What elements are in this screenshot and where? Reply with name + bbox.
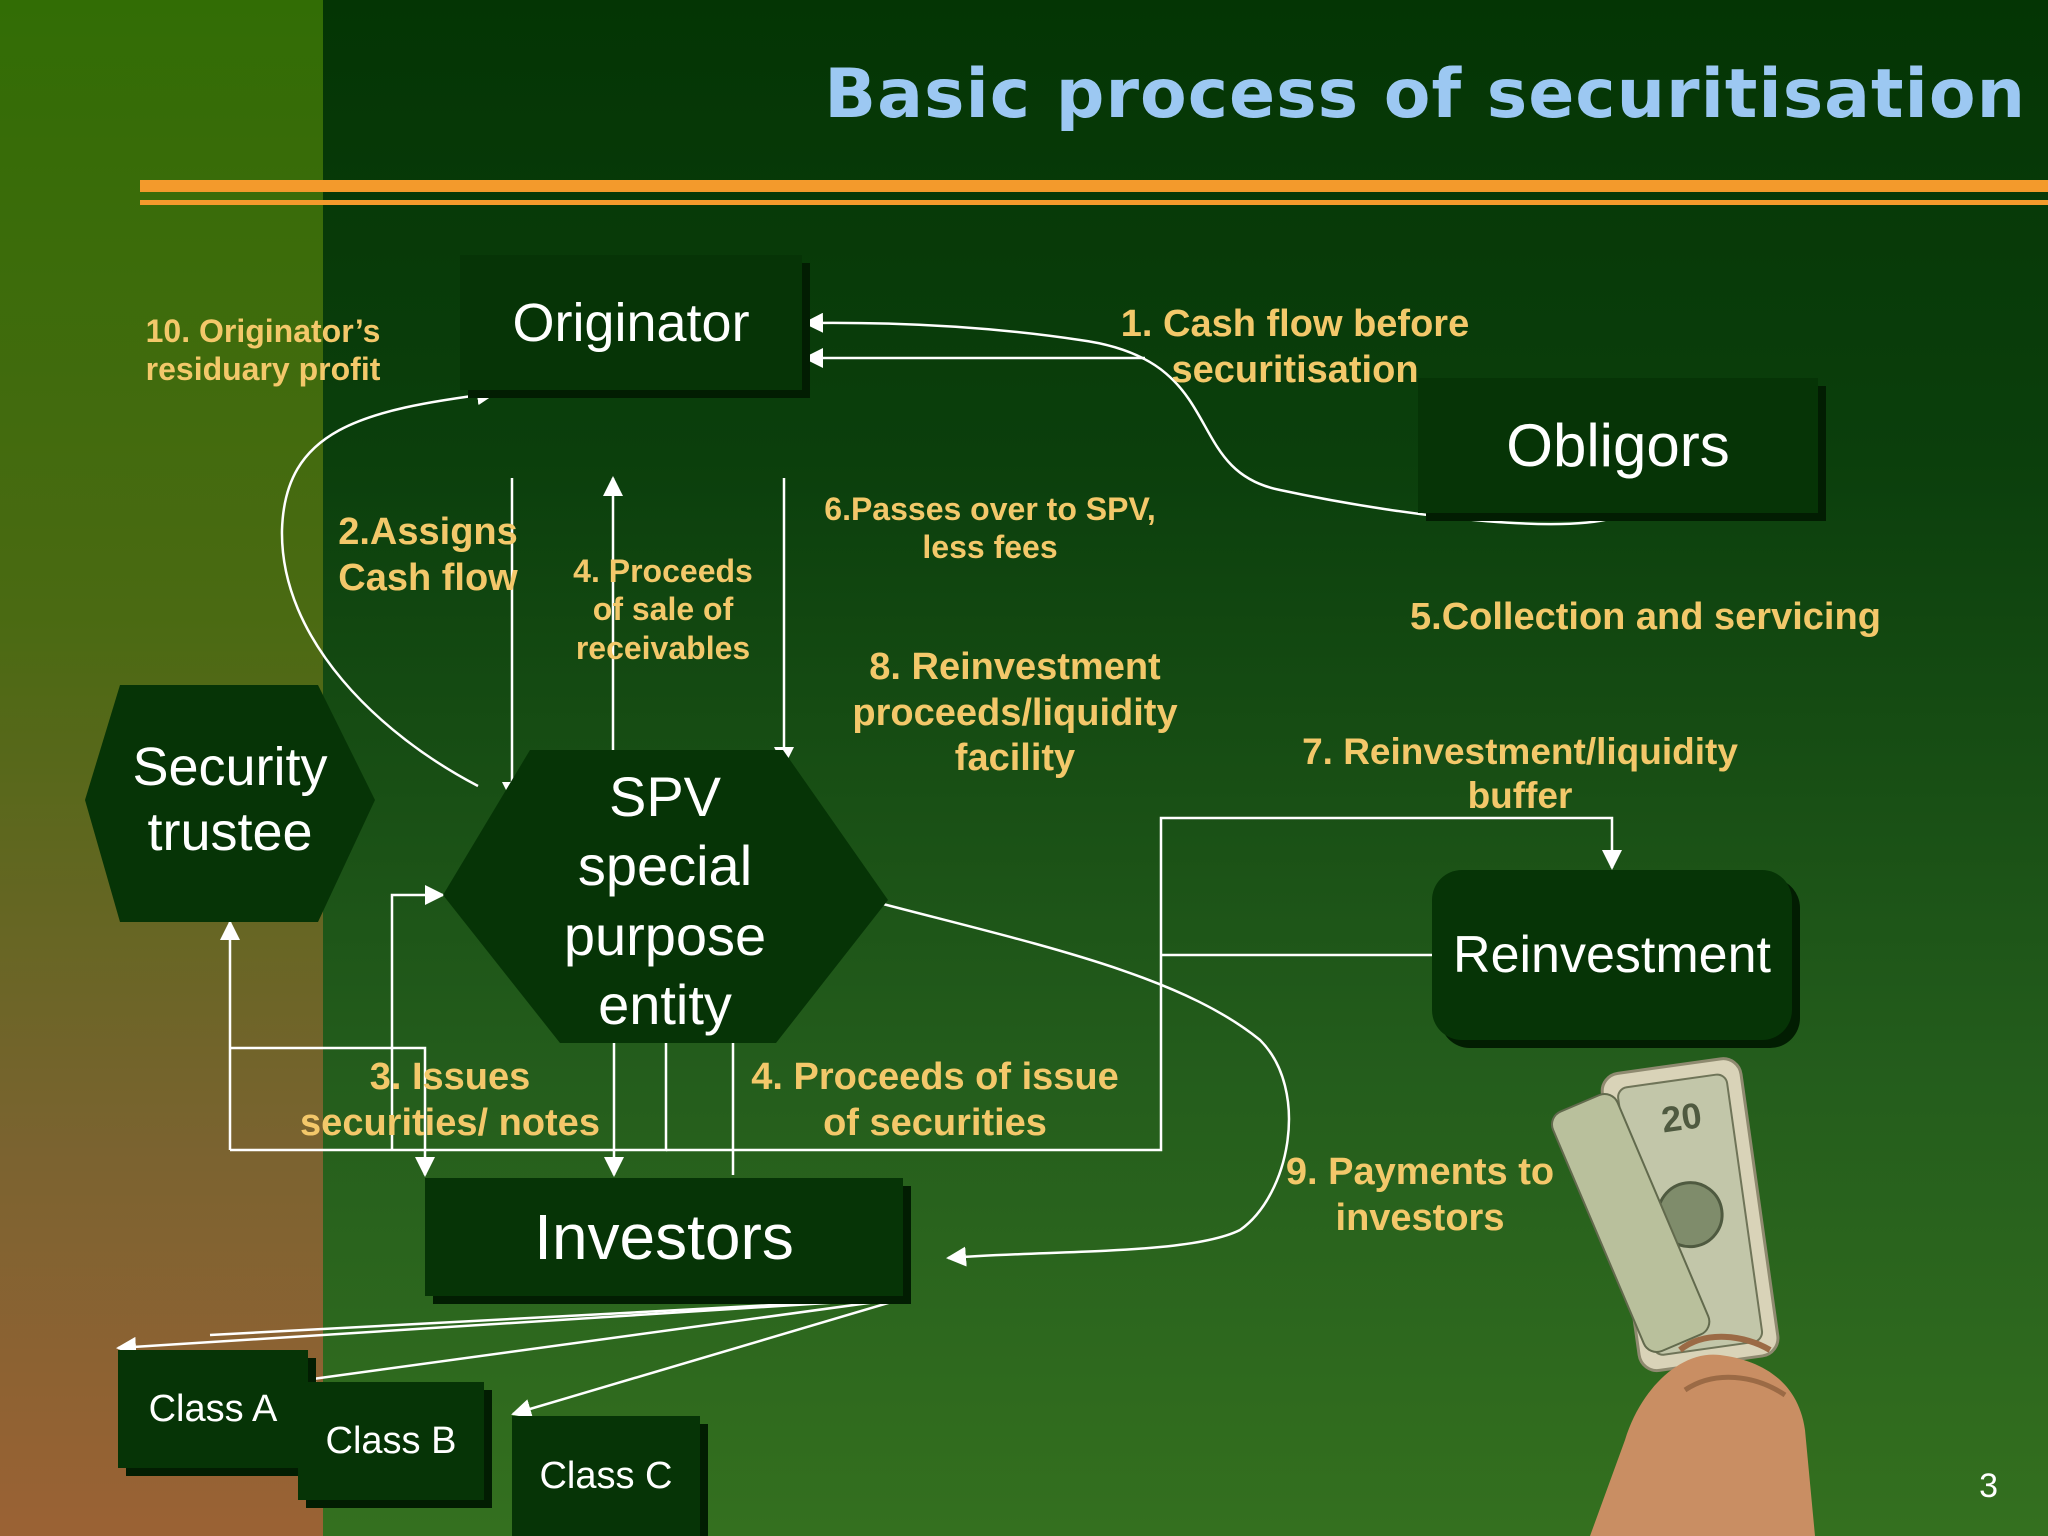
line-trustee-h xyxy=(230,1046,435,1177)
title-rule-thick xyxy=(140,180,2048,192)
hand-money-image: 20 xyxy=(1551,1057,1815,1536)
label-step7: 7. Reinvestment/liquidity buffer xyxy=(1302,731,1738,817)
label-step9: 9. Payments to investors xyxy=(1285,1151,1555,1239)
investors-label: Investors xyxy=(534,1201,794,1273)
class-c-node: Class C xyxy=(512,1416,700,1536)
label-step3: 3. Issues securities/ notes xyxy=(300,1056,600,1144)
label-step5: 5.Collection and servicing xyxy=(1410,596,1881,638)
label-step6: 6.Passes over to SPV, less fees xyxy=(824,491,1156,566)
class-a-label: Class A xyxy=(148,1387,278,1430)
spv-label: SPV special purpose entity xyxy=(563,765,767,1037)
line-class-a2 xyxy=(209,1296,906,1337)
obligors-node: Obligors xyxy=(1418,378,1818,513)
originator-node: Originator xyxy=(460,255,802,390)
arrow-class-c xyxy=(511,1296,906,1419)
security-trustee-label: Security trustee xyxy=(132,737,328,862)
label-step8: 8. Reinvestment proceeds/liquidity facil… xyxy=(852,646,1178,780)
label-step10: 10. Originator’s residuary profit xyxy=(145,313,381,388)
arrow-class-b xyxy=(296,1296,906,1389)
label-step4b: 4. Proceeds of issue of securities xyxy=(751,1056,1119,1144)
slide-title: Basic process of securitisation xyxy=(824,55,2026,134)
class-b-label: Class B xyxy=(325,1419,457,1462)
security-trustee-hexagon xyxy=(85,685,375,922)
page-number: 3 xyxy=(1979,1467,1998,1505)
spv-hexagon xyxy=(443,750,888,1043)
class-b-node: Class B xyxy=(298,1382,484,1500)
arrow-class-a xyxy=(116,1296,906,1357)
svg-text:20: 20 xyxy=(1659,1094,1704,1140)
reinvestment-label: Reinvestment xyxy=(1453,926,1771,984)
investors-node: Investors xyxy=(425,1178,903,1296)
label-step4a: 4. Proceeds of sale of receivables xyxy=(573,553,753,666)
arrow-cashflow-1 xyxy=(803,312,1621,526)
arrow-to-spv-side xyxy=(390,885,445,1150)
arrow-residuary-profit xyxy=(280,385,497,788)
label-step1: 1. Cash flow before securitisation xyxy=(1120,303,1470,391)
label-step2: 2.Assigns Cash flow xyxy=(338,511,518,599)
reinvestment-node: Reinvestment xyxy=(1432,870,1792,1040)
title-rule-thin xyxy=(140,200,2048,205)
line-proceeds-issue xyxy=(666,816,1622,1152)
class-a-node: Class A xyxy=(118,1350,308,1468)
class-c-label: Class C xyxy=(539,1454,673,1497)
originator-label: Originator xyxy=(512,292,750,353)
obligors-label: Obligors xyxy=(1506,412,1730,479)
arrow-payments xyxy=(882,902,1291,1267)
